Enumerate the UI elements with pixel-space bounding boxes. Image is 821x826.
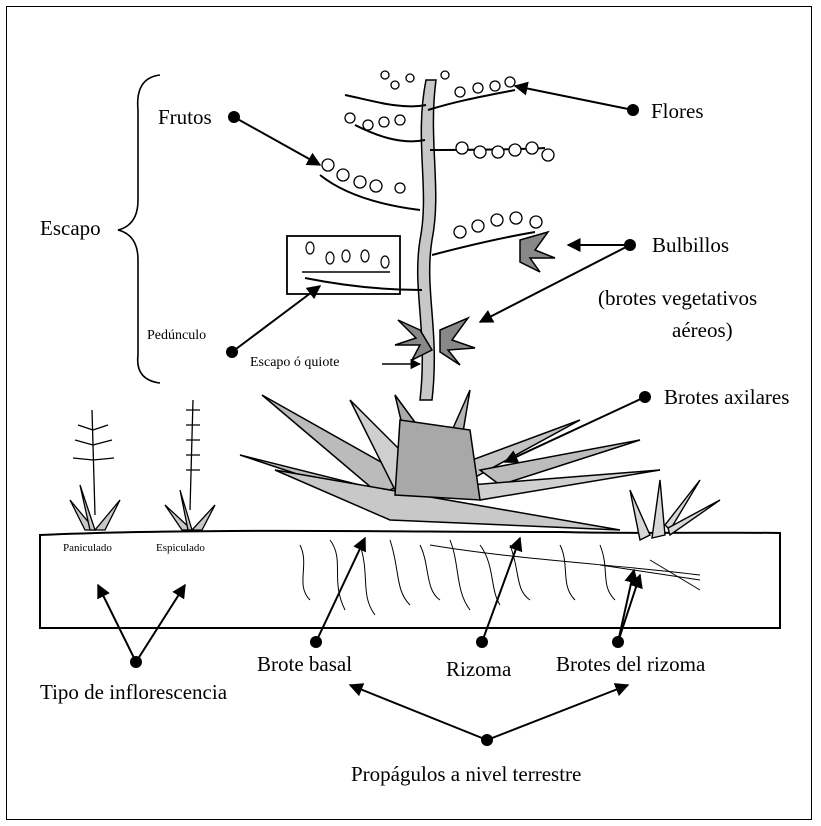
label-tipo-inflorescencia: Tipo de inflorescencia	[40, 682, 227, 703]
ground	[40, 531, 780, 628]
label-brotes-axilares: Brotes axilares	[664, 387, 789, 408]
label-dots	[130, 104, 651, 746]
flowers-fruits	[322, 71, 554, 238]
label-espiculado: Espiculado	[156, 543, 205, 554]
rosette	[240, 390, 660, 530]
espiculado-plant	[165, 400, 215, 530]
label-pedunculo: Pedúnculo	[147, 329, 206, 343]
label-brotes-rizoma: Brotes del rizoma	[556, 654, 705, 675]
label-bulbillos-note-1: (brotes vegetativos	[598, 288, 757, 309]
label-flores: Flores	[651, 101, 704, 122]
label-escapo-quiote: Escapo ó quiote	[250, 356, 339, 370]
label-bulbillos-note-2: aéreos)	[672, 320, 733, 341]
label-propagulos: Propágulos a nivel terrestre	[351, 764, 581, 785]
paniculado-plant	[70, 410, 120, 530]
label-rizoma: Rizoma	[446, 659, 511, 680]
rhizome-shoot	[630, 480, 720, 540]
label-escapo: Escapo	[40, 218, 101, 239]
label-frutos: Frutos	[158, 107, 212, 128]
label-paniculado: Paniculado	[63, 543, 112, 554]
label-bulbillos: Bulbillos	[652, 235, 729, 256]
label-brote-basal: Brote basal	[257, 654, 352, 675]
